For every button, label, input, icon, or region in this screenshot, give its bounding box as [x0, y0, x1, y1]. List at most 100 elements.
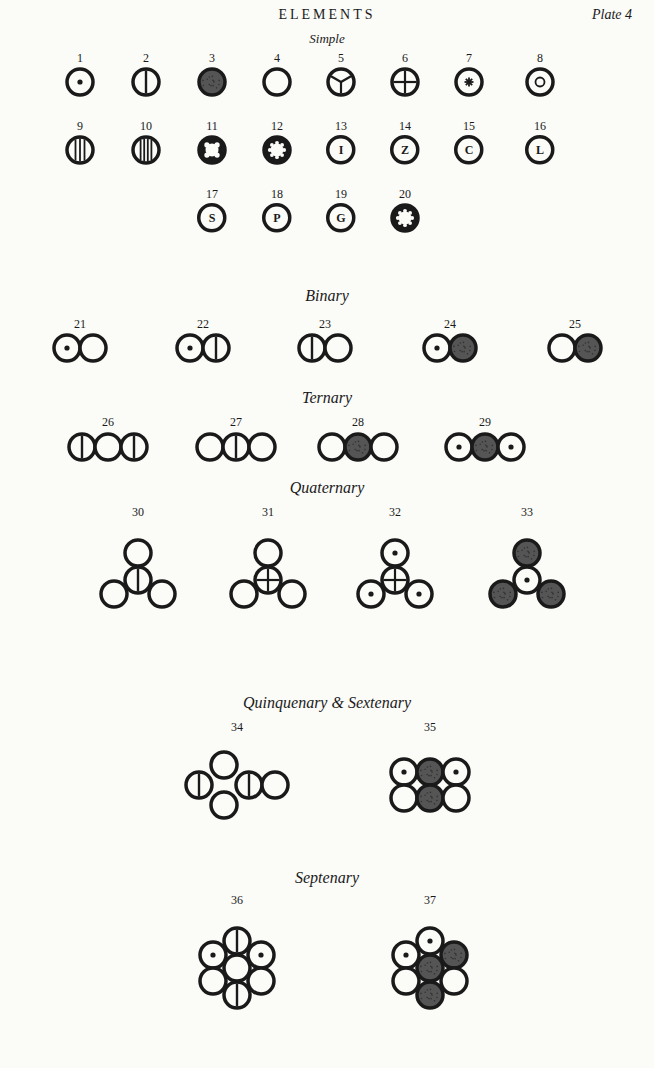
section-heading: Septenary [295, 870, 359, 886]
callout-number: 6 [402, 52, 408, 64]
atom-symbol [133, 69, 159, 95]
atom-symbol [538, 581, 564, 607]
callout-number: 8 [537, 52, 543, 64]
atom-symbol [358, 581, 384, 607]
atom-symbol [67, 69, 93, 95]
atom-symbol [417, 785, 443, 811]
callout-number: 34 [231, 721, 243, 733]
atom-symbol [417, 982, 443, 1008]
atom-symbol [443, 785, 469, 811]
atom-symbol [199, 137, 225, 163]
atom-symbol [498, 434, 524, 460]
callout-number: 1 [77, 52, 83, 64]
atom-symbol [236, 772, 262, 798]
element-letter: Z [401, 144, 409, 156]
callout-number: 23 [319, 318, 331, 330]
atom-symbol [443, 759, 469, 785]
callout-number: 17 [206, 188, 218, 200]
callout-number: 32 [389, 506, 401, 518]
section-heading: Ternary [302, 390, 352, 406]
atom-symbol [211, 752, 237, 778]
callout-number: 21 [74, 318, 86, 330]
callout-number: 14 [399, 120, 411, 132]
element-letter: P [273, 212, 280, 224]
callout-number: 29 [479, 416, 491, 428]
section-heading: Quaternary [290, 480, 365, 496]
section-heading: Quinquenary & Sextenary [243, 695, 411, 711]
element-circle: I [326, 135, 356, 165]
callout-number: 11 [206, 120, 218, 132]
callout-number: 5 [338, 52, 344, 64]
atom-symbol [391, 785, 417, 811]
atom-symbol [549, 335, 575, 361]
element-circle: G [326, 203, 356, 233]
atom-symbol [249, 434, 275, 460]
element-circle: Z [390, 135, 420, 165]
atom-symbol [345, 434, 371, 460]
atom-symbol [69, 434, 95, 460]
callout-number: 20 [399, 188, 411, 200]
atom-symbol [441, 968, 467, 994]
atom-symbol [101, 581, 127, 607]
atom-symbol [200, 942, 226, 968]
callout-number: 7 [466, 52, 472, 64]
callout-number: 28 [352, 416, 364, 428]
atom-symbol [149, 581, 175, 607]
element-circle: C [454, 135, 484, 165]
callout-number: 36 [231, 894, 243, 906]
atom-symbol [319, 434, 345, 460]
callout-number: 10 [140, 120, 152, 132]
callout-number: 26 [102, 416, 114, 428]
callout-number: 12 [271, 120, 283, 132]
element-letter: I [339, 144, 344, 156]
atom-symbol [382, 540, 408, 566]
atom-symbol [125, 540, 151, 566]
atom-symbol [264, 69, 290, 95]
atom-symbol [279, 581, 305, 607]
atom-symbol [371, 434, 397, 460]
atom-symbol [382, 567, 408, 593]
atom-symbol [392, 69, 418, 95]
atom-symbol [325, 335, 351, 361]
element-circle: L [525, 135, 555, 165]
atom-symbol [490, 581, 516, 607]
plate-title: ELEMENTS [278, 8, 375, 22]
atom-symbol [441, 942, 467, 968]
atom-symbol [200, 968, 226, 994]
callout-number: 30 [132, 506, 144, 518]
callout-number: 13 [335, 120, 347, 132]
callout-number: 33 [521, 506, 533, 518]
atom-symbol [446, 434, 472, 460]
atom-symbol [472, 434, 498, 460]
atom-symbol [80, 335, 106, 361]
atom-symbol [424, 335, 450, 361]
element-letter: L [536, 144, 544, 156]
atom-symbol [527, 69, 553, 95]
atom-symbol [95, 434, 121, 460]
callout-number: 4 [274, 52, 280, 64]
atom-symbol [67, 137, 93, 163]
callout-number: 9 [77, 120, 83, 132]
element-letter: S [209, 212, 216, 224]
atom-symbol [125, 567, 151, 593]
callout-number: 16 [534, 120, 546, 132]
atom-symbol [255, 567, 281, 593]
atom-symbol [203, 335, 229, 361]
atom-symbol [121, 434, 147, 460]
callout-number: 15 [463, 120, 475, 132]
atom-symbol [417, 928, 443, 954]
atom-symbol [393, 968, 419, 994]
atom-symbol [224, 928, 250, 954]
callout-number: 19 [335, 188, 347, 200]
atom-symbol [248, 942, 274, 968]
section-heading: Simple [309, 32, 344, 45]
element-circle: P [262, 203, 292, 233]
callout-number: 22 [197, 318, 209, 330]
element-circle: S [197, 203, 227, 233]
atom-symbol [199, 69, 225, 95]
callout-number: 18 [271, 188, 283, 200]
atom-symbol [231, 581, 257, 607]
atom-symbol [255, 540, 281, 566]
